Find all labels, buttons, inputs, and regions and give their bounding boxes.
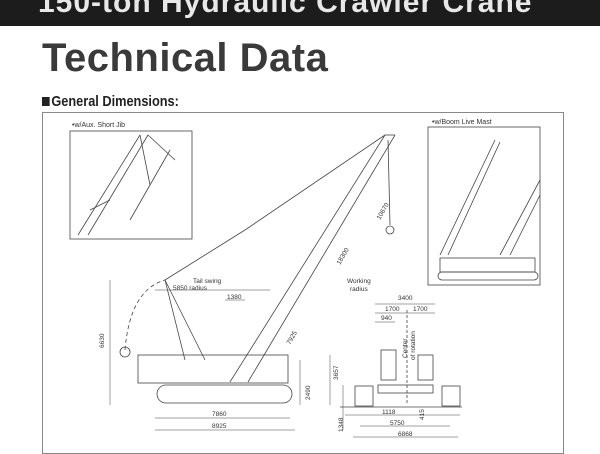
dim-label: 5750 bbox=[390, 420, 405, 427]
dimension-labels: Tail swing 5850 radius 1380 6630 7925 18… bbox=[99, 202, 428, 438]
crane-rear-view bbox=[340, 310, 462, 408]
dim-label: 7925 bbox=[286, 330, 299, 346]
dim-label: 10670 bbox=[376, 202, 391, 221]
dim-label: Working bbox=[347, 278, 371, 285]
dim-label: 940 bbox=[381, 315, 392, 322]
dim-label: 7860 bbox=[212, 411, 227, 418]
inset-short-jib bbox=[69, 130, 193, 240]
dim-label: 415 bbox=[419, 409, 426, 420]
dim-label: 5850 radius bbox=[173, 285, 208, 292]
dim-label: 1700 bbox=[413, 306, 428, 313]
inset-label: •w/Boom Live Mast bbox=[432, 119, 492, 126]
dim-label: 8925 bbox=[212, 423, 227, 430]
dim-label: 1700 bbox=[385, 306, 400, 313]
header-banner: 150-ton Hydraulic Crawler Crane bbox=[0, 0, 600, 26]
section-heading: General Dimensions: bbox=[42, 93, 179, 110]
dim-label: 6630 bbox=[99, 333, 106, 348]
dim-label: radius bbox=[350, 286, 368, 293]
dim-label: Center bbox=[402, 338, 409, 358]
dim-label: of rotation bbox=[410, 331, 417, 360]
dim-label: 2490 bbox=[305, 385, 312, 400]
live-mast-sketch bbox=[437, 139, 541, 281]
dim-label: 1348 bbox=[338, 417, 345, 432]
dim-label: 18300 bbox=[336, 247, 351, 266]
banner-text: 150-ton Hydraulic Crawler Crane bbox=[38, 0, 533, 19]
dim-label: 3400 bbox=[398, 295, 413, 302]
dimension-lines bbox=[109, 280, 460, 438]
dim-label: 6868 bbox=[398, 431, 413, 438]
inset-boom-live-mast bbox=[427, 126, 541, 286]
short-jib-sketch bbox=[77, 134, 176, 236]
section-label: General Dimensions: bbox=[51, 93, 179, 110]
dim-label: Tail swing bbox=[193, 278, 222, 285]
crane-side-view bbox=[119, 134, 396, 404]
bullet-square-icon bbox=[42, 97, 50, 106]
dim-label: 3657 bbox=[333, 365, 340, 380]
dim-label: 1380 bbox=[227, 294, 242, 301]
dim-label: 1118 bbox=[382, 409, 396, 416]
inset-label: •w/Aux. Short Jib bbox=[72, 122, 125, 129]
page-title: Technical Data bbox=[42, 36, 329, 80]
